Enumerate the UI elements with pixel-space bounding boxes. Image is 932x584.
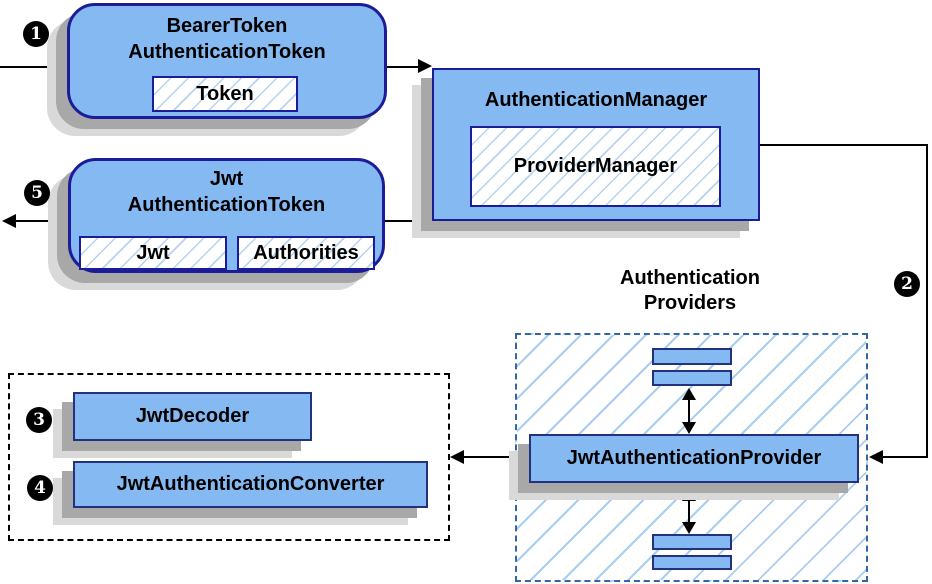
manager-to-jwt-token-line — [385, 220, 432, 222]
node-jwt-authentication-converter: JwtAuthenticationConverter — [73, 461, 428, 508]
step-badge-1: 1 — [23, 21, 49, 47]
providers-label-line2: Providers — [643, 292, 737, 314]
jwt-field: Jwt — [79, 236, 227, 270]
provider-manager-field: ProviderManager — [470, 126, 721, 207]
authorities-field: Authorities — [237, 236, 375, 270]
bearer-title-line1: BearerToken — [166, 15, 288, 37]
double-arrow-top-line — [688, 397, 690, 425]
node-jwt-authentication-provider: JwtAuthenticationProvider — [529, 434, 859, 483]
response-out-arrowhead-icon — [2, 214, 16, 228]
provider-to-helpers-arrowhead-icon — [450, 450, 464, 464]
providers-label-line1: Authentication — [620, 267, 760, 289]
manager-to-provider-arrowhead-icon — [869, 450, 883, 464]
provider-stack-top-bar-2 — [652, 370, 732, 386]
step-badge-4: 4 — [27, 475, 53, 501]
double-arrow-top-up-icon — [682, 388, 696, 400]
provider-to-helpers-line — [462, 456, 529, 458]
step-badge-3: 3 — [26, 407, 52, 433]
request-in-line — [0, 66, 68, 68]
bearer-to-manager-line — [387, 66, 420, 68]
manager-to-provider-line-bottom — [882, 456, 928, 458]
double-arrow-top-down-icon — [682, 422, 696, 434]
double-arrow-bottom-line — [688, 498, 690, 526]
manager-to-provider-line-top — [760, 144, 928, 146]
response-out-line — [12, 220, 68, 222]
manager-title: AuthenticationManager — [484, 89, 708, 111]
bearer-to-manager-arrowhead-icon — [418, 59, 432, 73]
provider-stack-bottom-bar-2 — [652, 555, 732, 570]
providers-group-label: Authentication Providers — [590, 266, 790, 316]
bearer-title-line2: AuthenticationToken — [128, 41, 326, 63]
provider-stack-top-bar-1 — [652, 348, 732, 365]
double-arrow-bottom-up-icon — [682, 489, 696, 501]
step-badge-2: 2 — [894, 271, 920, 297]
jwt-token-title-line2: AuthenticationToken — [127, 194, 326, 216]
jwt-token-title-line1: Jwt — [209, 168, 244, 190]
double-arrow-bottom-down-icon — [682, 522, 696, 534]
provider-stack-bottom-bar-1 — [652, 534, 732, 550]
manager-to-provider-line-right — [926, 144, 928, 458]
bearer-token-field: Token — [152, 76, 298, 112]
node-jwt-decoder: JwtDecoder — [73, 392, 312, 441]
step-badge-5: 5 — [24, 180, 50, 206]
